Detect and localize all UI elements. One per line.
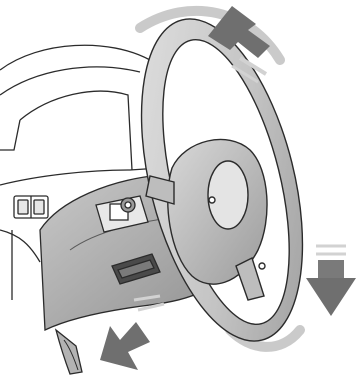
- tilt-down-arrow: [306, 246, 356, 316]
- dash-switch-panel: [14, 196, 48, 218]
